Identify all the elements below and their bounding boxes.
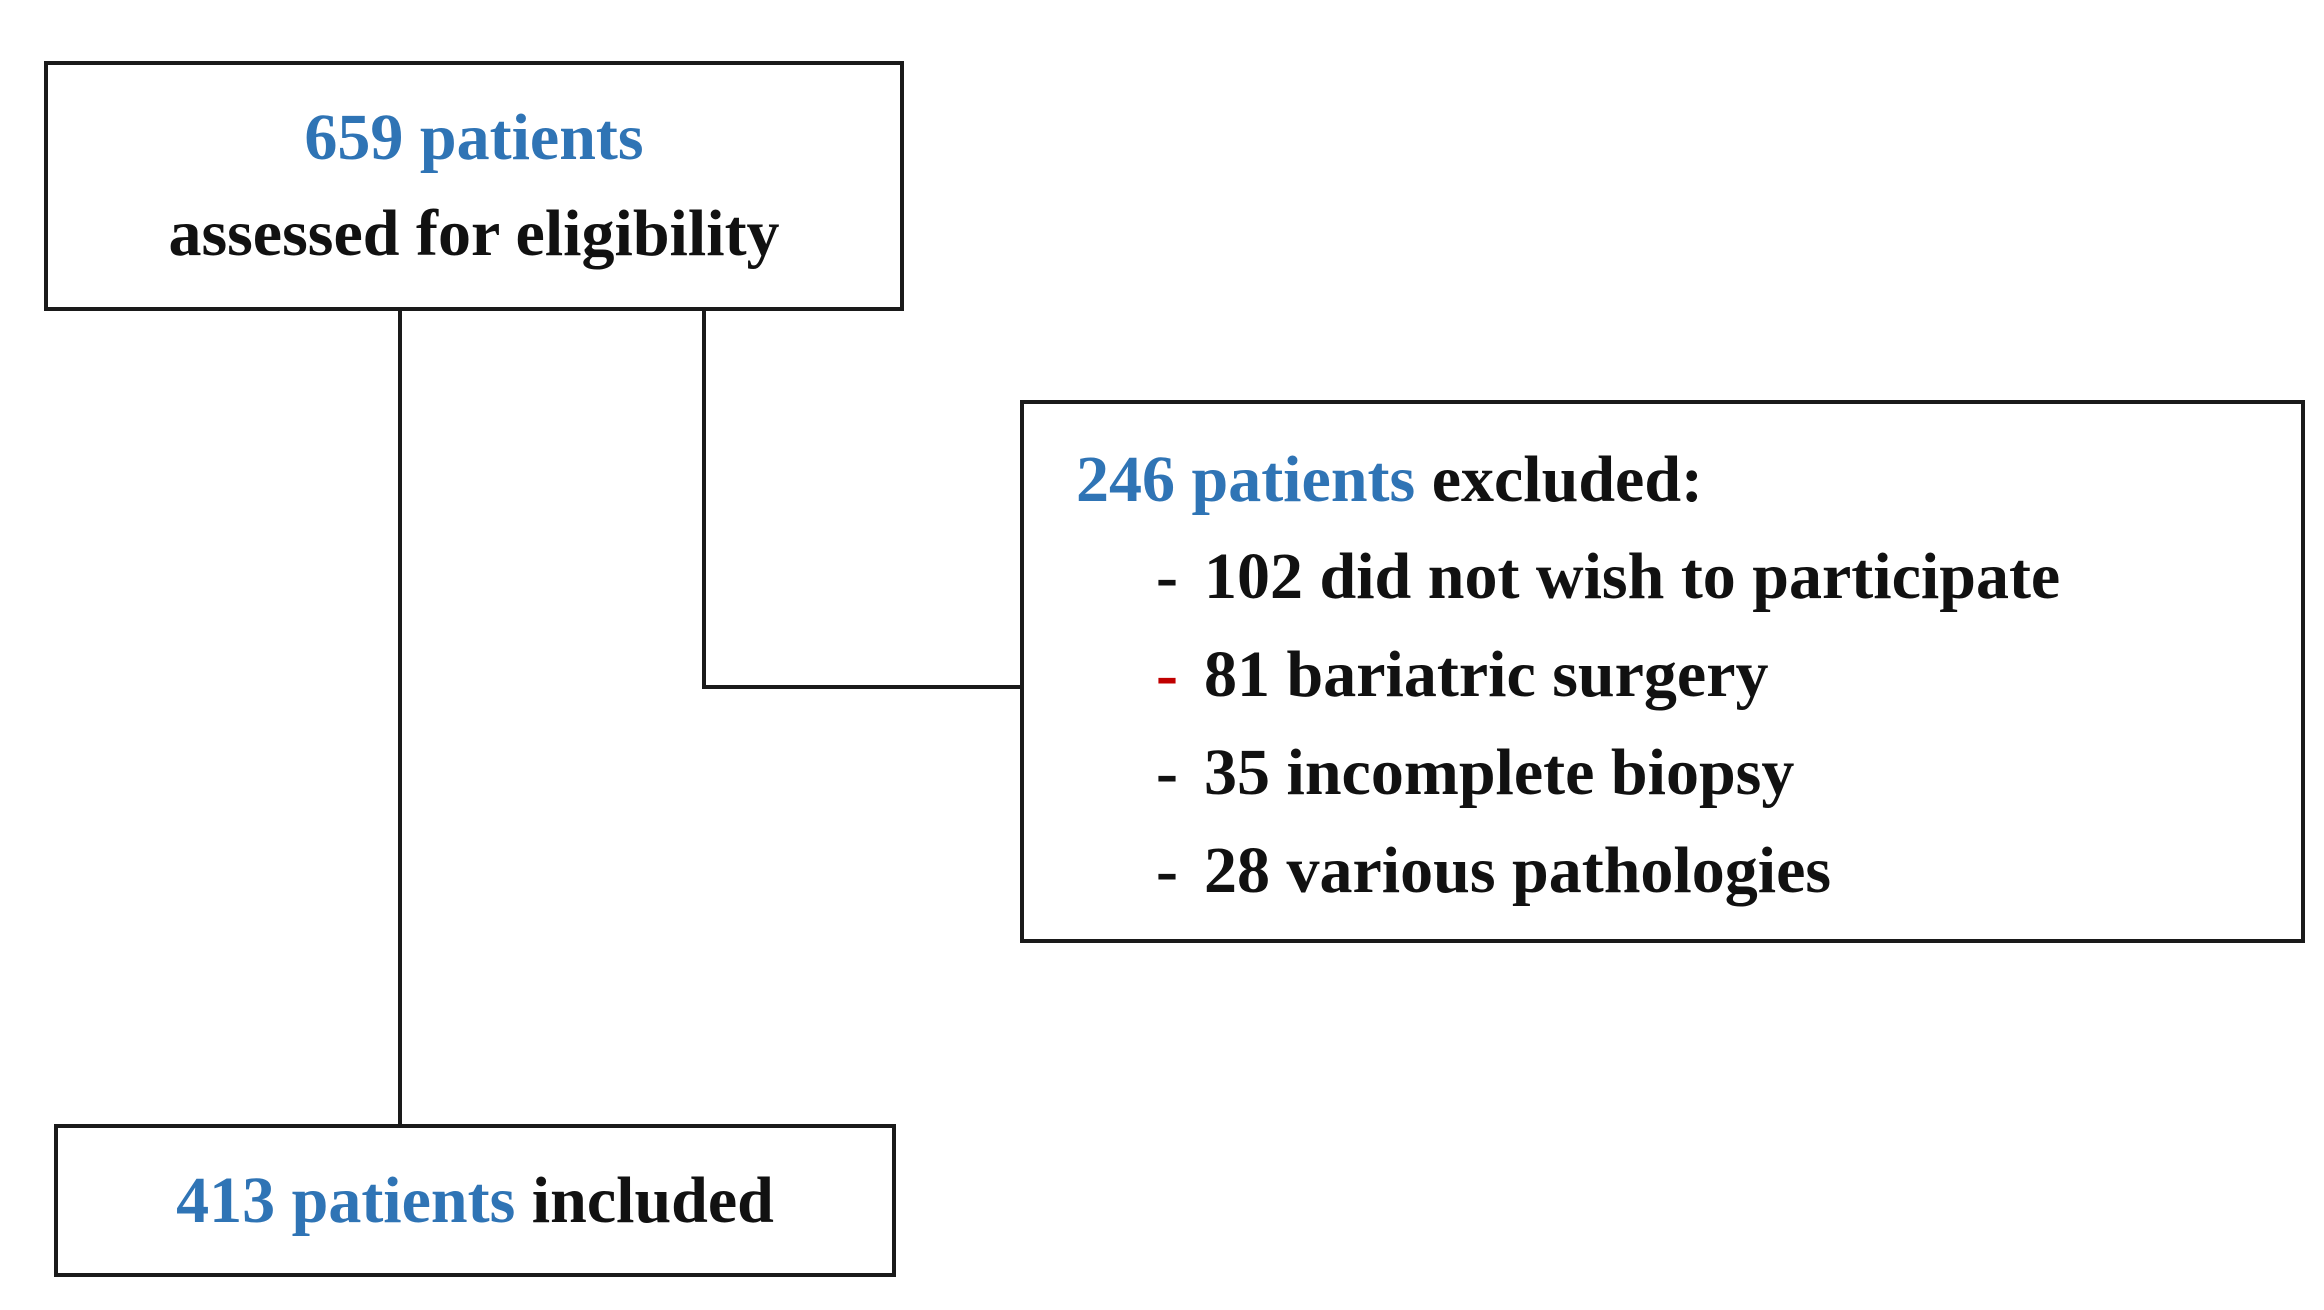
exclusion-reason-text: 28 various pathologies bbox=[1204, 834, 1832, 907]
assessed-count: 659 patients bbox=[304, 101, 644, 174]
assessed-box: 659 patients assessed for eligibility bbox=[44, 61, 904, 311]
list-dash: - bbox=[1156, 736, 1178, 809]
excluded-box: 246 patients excluded: -102 did not wish… bbox=[1020, 400, 2305, 943]
exclusion-reason-item: -81 bariatric surgery bbox=[1076, 626, 2301, 724]
connector-assessed-to-included bbox=[398, 311, 402, 1124]
exclusion-reason-text: 35 incomplete biopsy bbox=[1204, 736, 1795, 809]
assessed-label: assessed for eligibility bbox=[168, 197, 780, 270]
excluded-label: excluded: bbox=[1415, 443, 1704, 516]
list-dash: - bbox=[1156, 834, 1178, 907]
exclusion-reason-item: -102 did not wish to participate bbox=[1076, 528, 2301, 626]
exclusion-reason-item: -35 incomplete biopsy bbox=[1076, 724, 2301, 822]
list-dash-highlighted: - bbox=[1156, 638, 1178, 711]
exclusion-reason-text: 102 did not wish to participate bbox=[1204, 540, 2061, 613]
excluded-count: 246 patients bbox=[1076, 443, 1416, 516]
included-label: included bbox=[515, 1163, 774, 1237]
exclusion-reason-text: 81 bariatric surgery bbox=[1204, 638, 1769, 711]
exclusion-reason-item: -28 various pathologies bbox=[1076, 822, 2301, 920]
included-count: 413 patients bbox=[176, 1163, 516, 1237]
included-box: 413 patients included bbox=[54, 1124, 896, 1277]
connector-assessed-to-excluded-vertical bbox=[702, 311, 706, 689]
list-dash: - bbox=[1156, 540, 1178, 613]
included-line: 413 patients included bbox=[176, 1153, 774, 1249]
excluded-heading: 246 patients excluded: bbox=[1076, 432, 2301, 528]
connector-assessed-to-excluded-horizontal bbox=[702, 685, 1020, 689]
